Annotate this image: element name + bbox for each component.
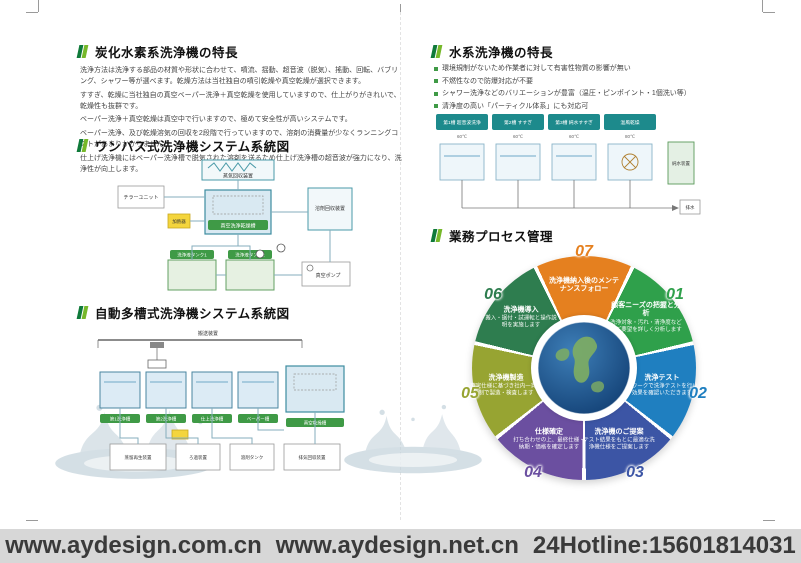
chiller-label: チラーユニット	[123, 195, 158, 201]
onebath-system-diagram: 蒸気回収装置 真空洗浄乾燥槽 チラーユニット 加熱器 溶剤回収装置	[110, 158, 365, 300]
heater-unit: 加熱器	[167, 213, 191, 229]
fold-line	[400, 12, 401, 520]
solvent-label: 溶剤回収装置	[315, 205, 345, 212]
crop-mark	[763, 12, 775, 13]
bullet-square-icon	[434, 104, 438, 109]
hydrocarbon-features-text: 洗浄方法は洗浄する部品の材質や形状に合わせて、噴流、揺動、超音波（脱気）、搖動、…	[80, 66, 402, 179]
main-vacuum-tank: 真空洗浄乾燥槽	[204, 189, 272, 235]
process-wheel: 顧客ニーズの把握と分析 洗浄対象・汚れ・清浄度などのご要望を詳しく分析します 洗…	[461, 243, 707, 490]
cleaning-tank-1: 洗浄液タンク1	[167, 250, 217, 291]
pump-icons	[255, 243, 286, 259]
stage-name: 第1槽 超音波洗浄	[443, 119, 481, 126]
feature-paragraph: 仕上げ洗浄機にはベーパー洗浄槽で脱気された溶剤を送るため仕上げ洗浄槽の超音波が強…	[80, 154, 402, 173]
stage-note: 60℃	[457, 134, 467, 139]
multitank-system-diagram: 搬送装置 第1洗浄槽 第2洗浄槽 仕上洗浄槽	[88, 326, 356, 484]
section-title: 水系洗浄機の特長	[449, 46, 554, 60]
stage-note: 60℃	[513, 134, 523, 139]
feature-item: シャワー洗浄などのバリエーションが豊富（温圧・ピンポイント・1個洗い等）	[434, 89, 734, 99]
feature-paragraph: ベーパー洗浄、及び乾燥溶気の回収を2段階で行っていますので、溶剤の消費量が少なく…	[80, 130, 399, 149]
footer-url-1: www.aydesign.com.cn	[5, 532, 262, 559]
stage-name: 第2槽 すすぎ	[504, 119, 532, 126]
distill-label: 蒸留再生装置	[125, 454, 152, 461]
footer-bar: www.aydesign.com.cn www.aydesign.net.cn …	[0, 529, 801, 563]
exhaust-label: 排気回収装置	[299, 454, 326, 461]
feature-paragraph: ベーパー洗浄＋真空乾燥は真空中で行いますので、極めて安全性が高いシステムです。	[80, 116, 352, 124]
stage-name: 温風乾燥	[620, 119, 639, 126]
stage-note: 80℃	[625, 134, 635, 139]
filter-label: ろ過装置	[189, 454, 207, 461]
section-header-hydrocarbon: 炭化水素系洗浄機の特長	[76, 42, 239, 61]
stage-column-1: 第1槽 超音波洗浄 60℃	[436, 114, 488, 208]
feature-text: 環境規制がないため作業者に対して有害性物質の影響が無い	[442, 65, 631, 72]
heater-label: 加熱器	[172, 218, 186, 225]
finish-tank: 仕上洗浄槽	[191, 371, 233, 423]
solvent-recovery-unit: 溶剤回収装置	[307, 187, 353, 231]
crop-mark	[38, 0, 39, 12]
section-marker-icon	[430, 229, 445, 242]
distill-unit: 蒸留再生装置	[109, 443, 167, 471]
transport-label: 搬送装置	[198, 330, 218, 337]
section-title: 自動多槽式洗浄機システム系統図	[95, 307, 290, 321]
section-header-process: 業務プロセス管理	[430, 226, 554, 245]
aqueous-system-diagram: 第1槽 超音波洗浄 60℃ 第2槽 すすぎ 60℃ 第3槽 純水すすぎ 60℃	[432, 112, 704, 230]
vacuum-pump-unit: 真空ポンプ	[301, 261, 351, 287]
stage-column-dryer: 温風乾燥 80℃	[604, 114, 656, 208]
drain-label: 排水	[686, 204, 695, 211]
recovery-label: 蒸気回収装置	[223, 173, 253, 180]
stage-column-2: 第2槽 すすぎ 60℃	[492, 114, 544, 208]
pure-water-unit: 純水装置	[667, 141, 695, 185]
bullet-square-icon	[434, 79, 438, 84]
feature-text: 清浄度の高い「パーティクル体系」にも対応可	[442, 102, 589, 110]
section-title: 業務プロセス管理	[449, 230, 554, 244]
heater-box	[171, 429, 189, 440]
main-tank-label: 真空洗浄乾燥槽	[220, 223, 255, 230]
section-marker-icon	[76, 306, 91, 319]
solvent-tank-unit: 溶剤タンク	[229, 443, 275, 471]
section-header-aqueous: 水系洗浄機の特長	[430, 42, 554, 61]
transport-rail: 搬送装置	[97, 330, 303, 369]
globe-icon	[537, 321, 631, 415]
section-marker-icon	[76, 45, 91, 58]
pure-water-label: 純水装置	[672, 160, 690, 167]
vacuum-dryer: 真空乾燥槽	[285, 365, 345, 427]
section-title: 炭化水素系洗浄機の特長	[95, 46, 239, 60]
filter-unit: ろ過装置	[175, 443, 221, 471]
bullet-square-icon	[434, 91, 438, 96]
drain-line: 排水	[462, 199, 701, 215]
section-header-onebath: ワンバス式洗浄機システム系統図	[76, 136, 290, 155]
feature-item: 不燃性なので防爆対応が不要	[434, 77, 734, 87]
feature-text: シャワー洗浄などのバリエーションが豊富（温圧・ピンポイント・1個洗い等）	[442, 90, 691, 98]
feature-paragraph: 洗浄方法は洗浄する部品の材質や形状に合わせて、噴流、揺動、超音波（脱気）、搖動、…	[80, 67, 399, 85]
stage-note: 60℃	[569, 134, 579, 139]
feature-text: 不燃性なので防爆対応が不要	[442, 77, 533, 85]
feature-paragraph: すすぎ、乾燥に当社独自の真空ベーパー洗浄＋真空乾燥を使用していますので、仕上がり…	[80, 91, 401, 110]
exhaust-unit: 排気回収装置	[283, 443, 341, 471]
footer-hotline: 24Hotline:15601814031	[532, 532, 796, 559]
crop-mark	[762, 0, 763, 12]
section-header-multitank: 自動多槽式洗浄機システム系統図	[76, 303, 290, 322]
stage-name: 第3槽 純水すすぎ	[555, 119, 593, 126]
aqueous-features-list: 環境規制がないため作業者に対して有害性物質の影響が無い 不燃性なので防爆対応が不…	[434, 64, 734, 115]
crop-mark	[26, 12, 38, 13]
fold-mark	[400, 4, 401, 12]
solvent-tank-label: 溶剤タンク	[241, 454, 264, 461]
pipes	[119, 408, 316, 444]
crop-mark	[763, 520, 775, 521]
section-title: ワンバス式洗浄機システム系統図	[95, 140, 290, 154]
stage-column-3: 第3槽 純水すすぎ 60℃	[548, 114, 600, 208]
pipes	[164, 180, 331, 276]
fan-icon	[621, 153, 639, 171]
section-marker-icon	[430, 45, 445, 58]
bullet-square-icon	[434, 66, 438, 71]
footer-url-2: www.aydesign.net.cn	[275, 532, 519, 559]
water-splash-image	[338, 382, 488, 485]
feature-item: 清浄度の高い「パーティクル体系」にも対応可	[434, 102, 734, 112]
section-marker-icon	[76, 139, 91, 152]
vacuum-pump-label: 真空ポンプ	[316, 272, 341, 279]
feature-item: 環境規制がないため作業者に対して有害性物質の影響が無い	[434, 64, 734, 74]
cleaning-tank-2: 洗浄液タンク2	[225, 250, 275, 291]
vapor-recovery-unit: 蒸気回収装置	[201, 159, 275, 181]
crop-mark	[26, 520, 38, 521]
chiller-unit: チラーユニット	[117, 185, 165, 209]
